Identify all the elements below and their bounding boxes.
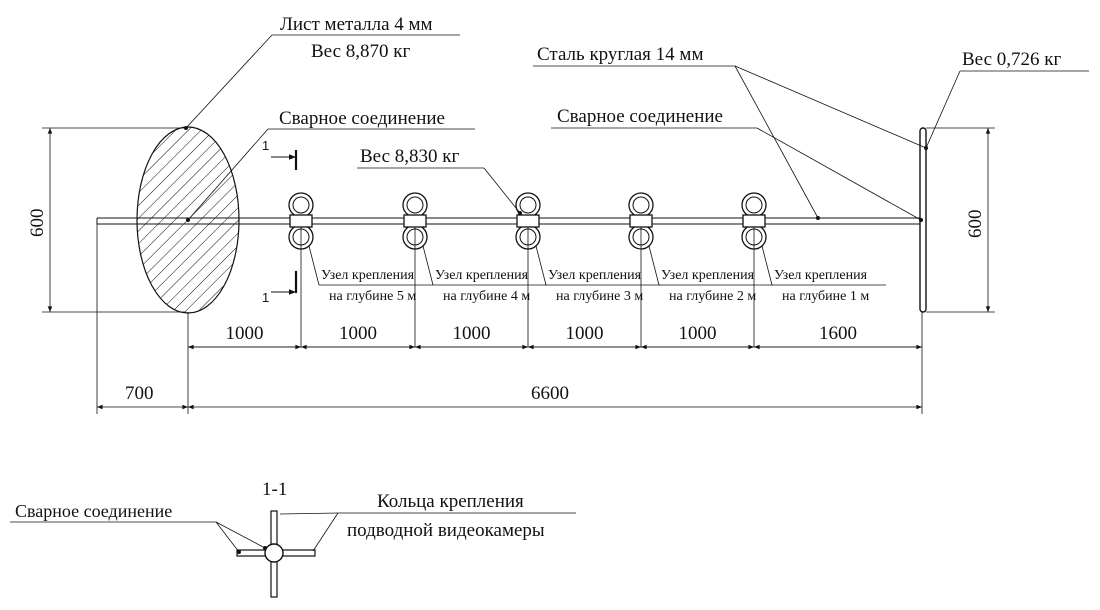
node-label: Узел крепления на глубине 1 м bbox=[761, 245, 886, 304]
section-cut-marks: 1 1 bbox=[262, 138, 298, 305]
total-length-value: 6600 bbox=[531, 383, 569, 404]
section-rings-line1: Кольца крепления bbox=[377, 491, 524, 512]
dimension-overall: 700 6600 bbox=[96, 224, 923, 414]
segment-dimension-value: 1600 bbox=[819, 323, 857, 344]
section-rod-circle bbox=[264, 543, 284, 563]
node-label-depth: на глубине 5 м bbox=[329, 289, 416, 304]
callout-sheet: Лист металла 4 мм Вес 8,870 кг bbox=[184, 14, 460, 130]
weight-right-text: Вес 0,726 кг bbox=[962, 49, 1061, 70]
weld-right-text: Сварное соединение bbox=[557, 106, 723, 127]
sheet-weight-text: Вес 8,870 кг bbox=[311, 41, 410, 62]
node-label-title: Узел крепления bbox=[435, 268, 529, 283]
segment-dimension-value: 1000 bbox=[679, 323, 717, 344]
node-label-depth: на глубине 2 м bbox=[669, 289, 756, 304]
section-rings-line2: подводной видеокамеры bbox=[347, 520, 545, 541]
callout-round-steel: Сталь круглая 14 мм bbox=[533, 44, 928, 220]
node-collar bbox=[629, 214, 653, 228]
mounting-node bbox=[628, 192, 654, 347]
round-steel-text: Сталь круглая 14 мм bbox=[537, 44, 703, 65]
section-arm-left bbox=[236, 549, 268, 557]
node-ring-upper-inner bbox=[519, 196, 537, 214]
callout-weight-right: Вес 0,726 кг bbox=[925, 49, 1089, 149]
node-label: Узел крепления на глубине 2 м bbox=[648, 245, 773, 304]
mounting-node bbox=[288, 192, 314, 347]
weight-mid-text: Вес 8,830 кг bbox=[360, 146, 459, 167]
node-label-title: Узел крепления bbox=[661, 268, 755, 283]
node-collar bbox=[516, 214, 540, 228]
section-title: 1-1 bbox=[262, 479, 287, 500]
node-ring-upper-inner bbox=[745, 196, 763, 214]
node-label-title: Узел крепления bbox=[321, 268, 415, 283]
dimension-right-height: 600 bbox=[926, 127, 995, 313]
round-steel-rod bbox=[96, 217, 922, 225]
callout-weld-right: Сварное соединение bbox=[551, 106, 923, 222]
segment-dimension-value: 1000 bbox=[339, 323, 377, 344]
section-view-1-1: 1-1 Сварное соединение Кольца крепления … bbox=[10, 479, 576, 598]
offset-value: 700 bbox=[125, 383, 154, 404]
mounting-node bbox=[402, 192, 428, 347]
callout-weight-mid: Вес 8,830 кг bbox=[357, 146, 522, 215]
segment-dimension-value: 1000 bbox=[453, 323, 491, 344]
callout-weld-left: Сварное соединение bbox=[186, 108, 475, 222]
dimension-segments: 1000 1000 1000 1000 1000 1600 bbox=[187, 312, 922, 414]
section-arm-bottom bbox=[270, 558, 278, 598]
node-ring-upper-inner bbox=[632, 196, 650, 214]
node-collar bbox=[289, 214, 313, 228]
weld-left-text: Сварное соединение bbox=[279, 108, 445, 129]
section-mark-top: 1 bbox=[262, 138, 269, 153]
sheet-material-text: Лист металла 4 мм bbox=[280, 14, 433, 35]
node-label-depth: на глубине 3 м bbox=[556, 289, 643, 304]
section-mark-bottom: 1 bbox=[262, 290, 269, 305]
node-label: Узел крепления на глубине 4 м bbox=[422, 245, 547, 304]
right-height-value: 600 bbox=[965, 210, 986, 239]
node-ring-upper-inner bbox=[292, 196, 310, 214]
node-collar bbox=[742, 214, 766, 228]
segment-dimension-value: 1000 bbox=[566, 323, 604, 344]
dimension-left-height: 600 bbox=[27, 127, 186, 313]
node-label-depth: на глубине 1 м bbox=[782, 289, 869, 304]
left-height-value: 600 bbox=[27, 209, 48, 238]
node-label-title: Узел крепления bbox=[774, 268, 868, 283]
node-label: Узел крепления на глубине 3 м bbox=[535, 245, 660, 304]
section-arm-right bbox=[280, 549, 316, 557]
mounting-node bbox=[741, 192, 767, 347]
mounting-nodes bbox=[288, 192, 767, 347]
mounting-node bbox=[515, 192, 541, 347]
node-label-title: Узел крепления bbox=[548, 268, 642, 283]
node-label: Узел крепления на глубине 5 м bbox=[308, 245, 433, 304]
node-label-depth: на глубине 4 м bbox=[443, 289, 530, 304]
segment-dimension-value: 1000 bbox=[226, 323, 264, 344]
section-arm-top bbox=[270, 510, 278, 549]
node-collar bbox=[403, 214, 427, 228]
node-ring-upper-inner bbox=[406, 196, 424, 214]
section-weld-text: Сварное соединение bbox=[15, 501, 172, 521]
